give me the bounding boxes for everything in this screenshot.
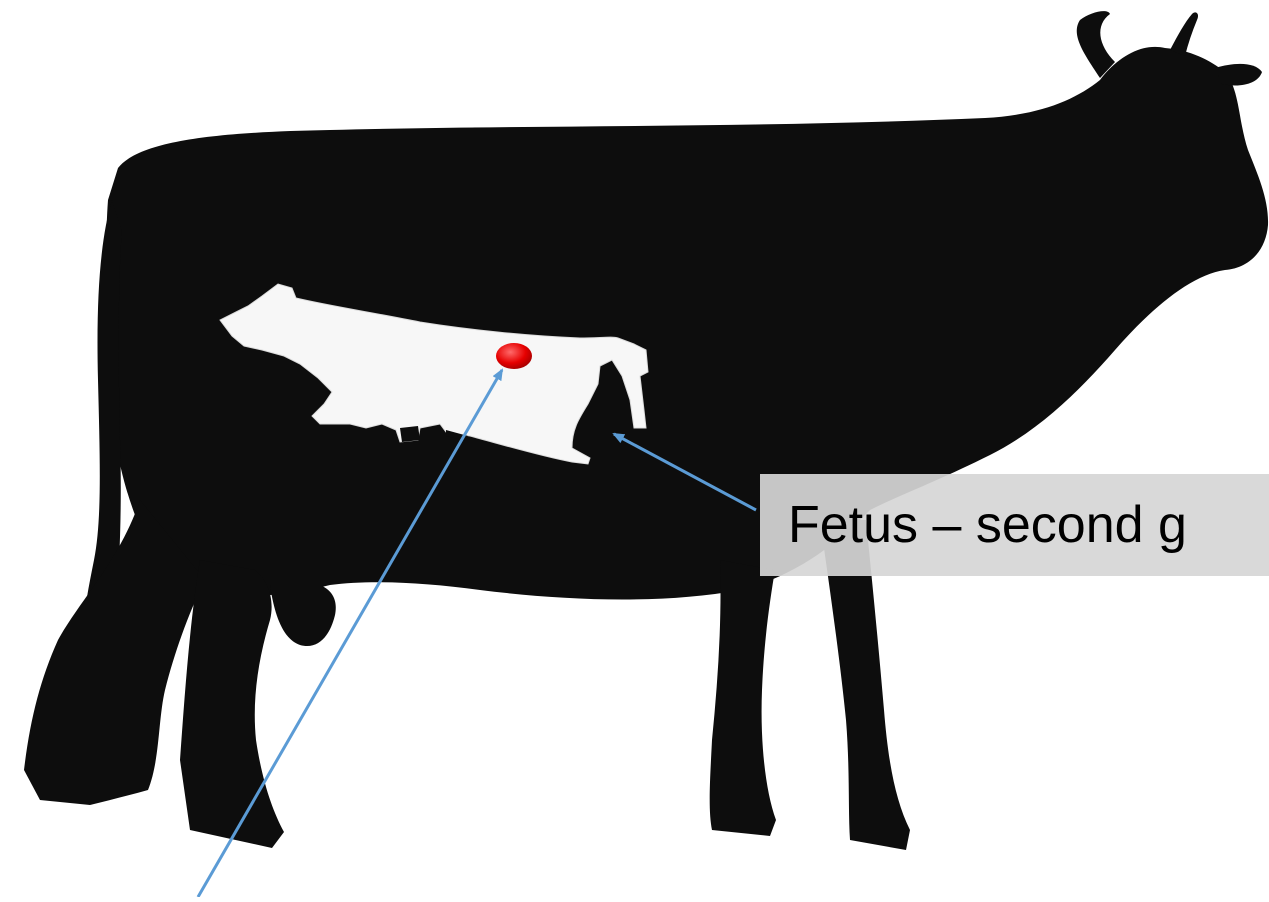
cow-silhouette [24, 11, 1268, 850]
fetus-label: Fetus – second g [788, 494, 1187, 556]
red-marker [496, 343, 532, 369]
